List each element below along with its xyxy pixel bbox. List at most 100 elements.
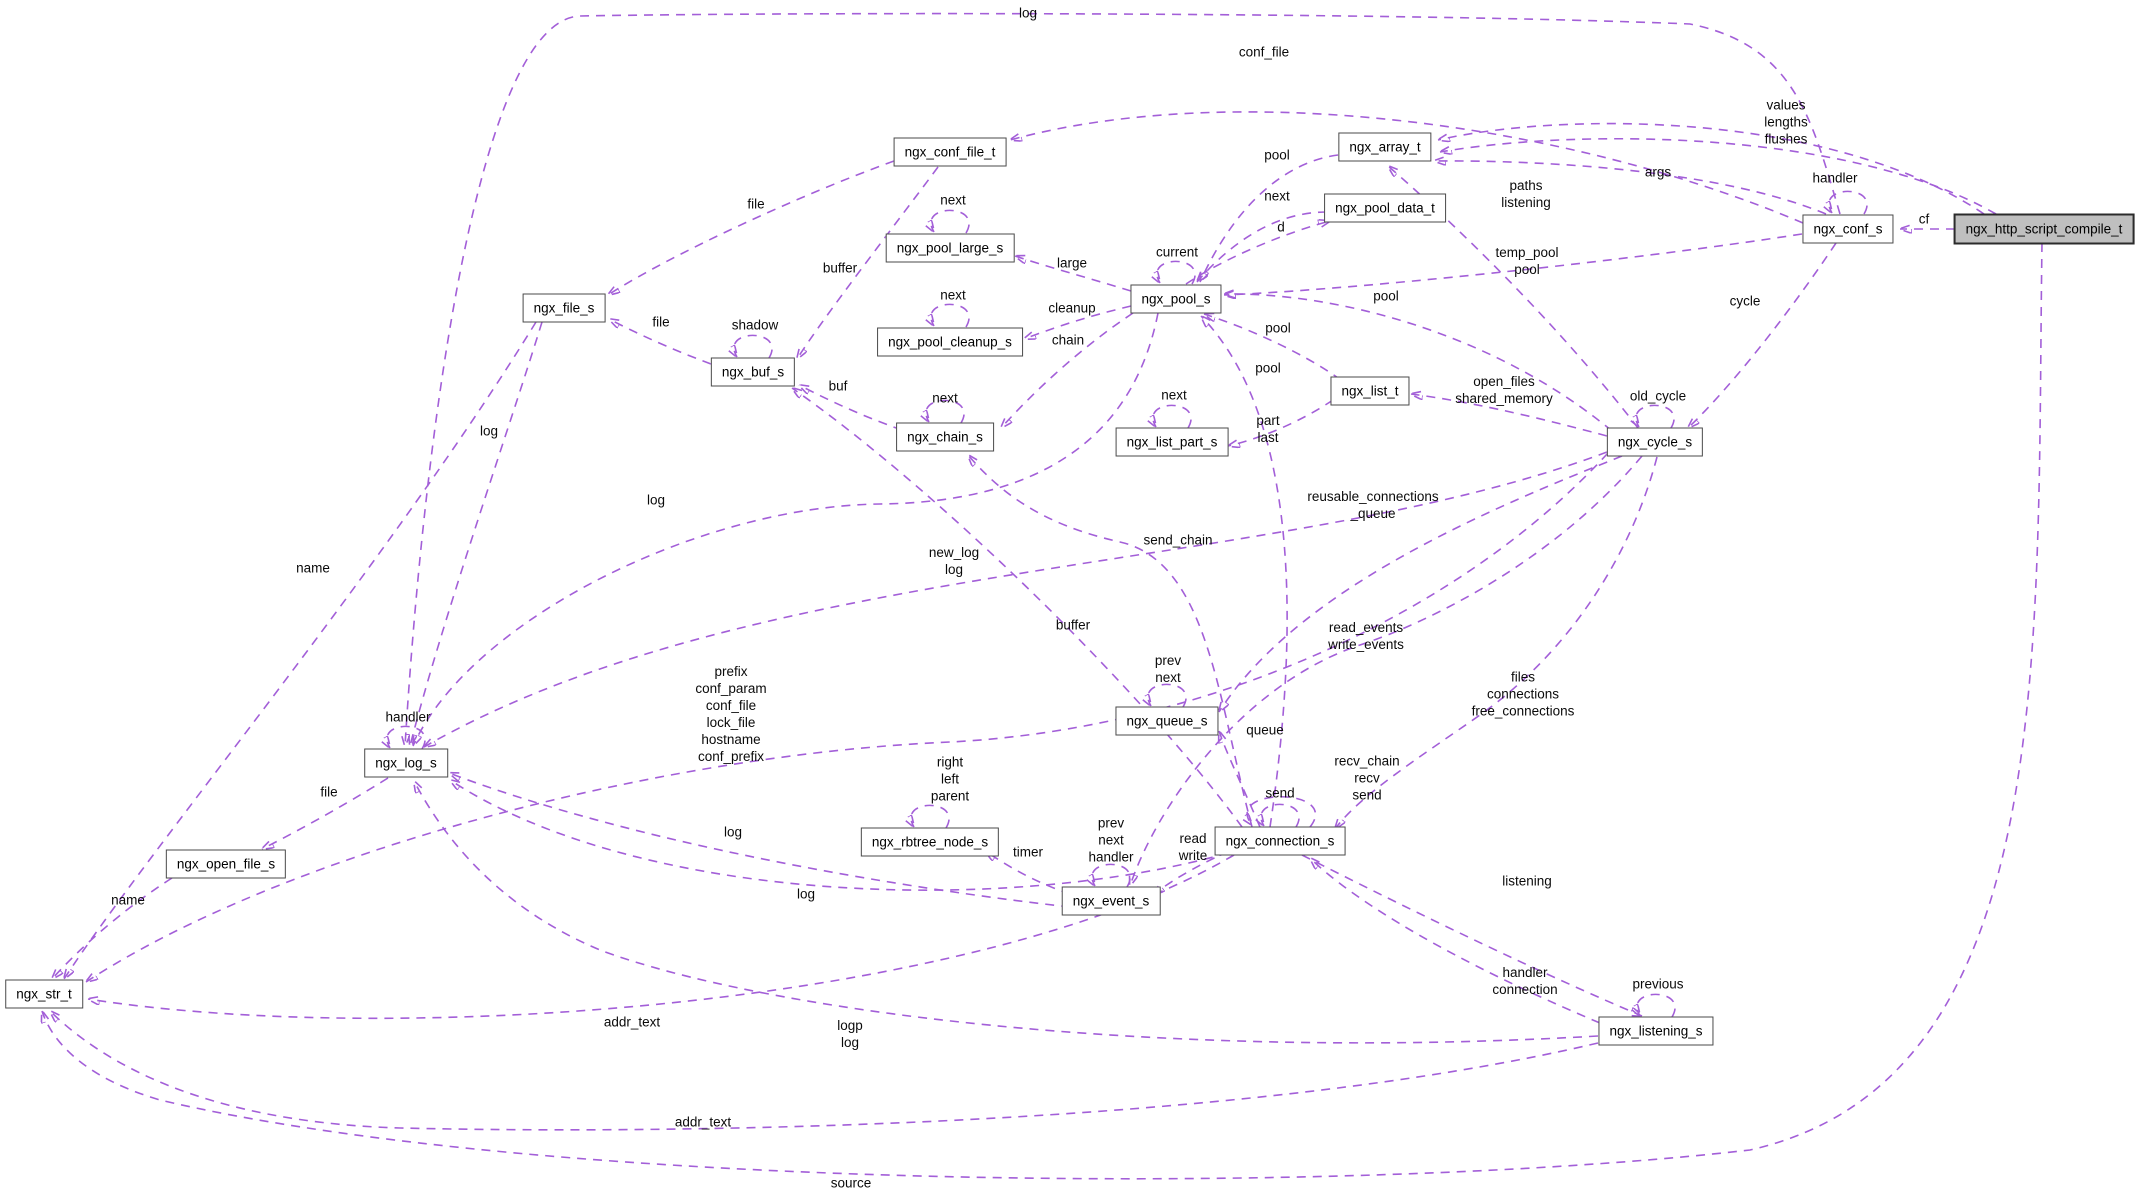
node-pool-s[interactable]: ngx_pool_s xyxy=(1130,284,1222,314)
edge-label-next-pooldata: next xyxy=(1264,188,1290,204)
edge-label-prev-next-handler: prev next handler xyxy=(1088,815,1134,865)
edge-label-logp-log: logp log xyxy=(837,1018,863,1050)
selfloop-send-conn xyxy=(1261,803,1300,827)
node-event-s[interactable]: ngx_event_s xyxy=(1061,886,1161,916)
edge-label-log-file: log xyxy=(479,423,499,439)
selfloop-recv-conn xyxy=(1247,796,1317,827)
node-http-script-compile-t[interactable]: ngx_http_script_compile_t xyxy=(1953,213,2135,245)
edge-chain xyxy=(1001,312,1134,428)
node-list-part-s[interactable]: ngx_list_part_s xyxy=(1115,427,1229,457)
edge-label-name-file: name xyxy=(296,560,330,576)
node-chain-s[interactable]: ngx_chain_s xyxy=(896,422,994,452)
edge-log-top xyxy=(405,12,1841,746)
edge-label-temp-pool-pool: temp_pool pool xyxy=(1495,245,1559,277)
edge-buffer-conn xyxy=(792,388,1243,828)
edge-label-d: d xyxy=(1277,219,1285,235)
edge-label-prev-next-queue: prev next xyxy=(1154,653,1182,685)
edge-label-paths-listening: paths listening xyxy=(1501,178,1551,210)
edge-label-values-lengths-flushes: values lengths flushes xyxy=(1764,97,1808,147)
edge-cycle xyxy=(1688,242,1837,428)
node-pool-cleanup-s[interactable]: ngx_pool_cleanup_s xyxy=(877,327,1023,357)
edge-open-files xyxy=(1411,394,1608,437)
edge-log-conn xyxy=(450,780,1229,891)
node-array-t[interactable]: ngx_array_t xyxy=(1338,132,1432,162)
edge-pool-list xyxy=(1204,314,1342,381)
edge-values-b xyxy=(1440,137,1997,215)
edge-label-log-conn: log xyxy=(796,886,816,902)
node-rbtree-node-s[interactable]: ngx_rbtree_node_s xyxy=(860,827,1000,857)
node-queue-s[interactable]: ngx_queue_s xyxy=(1115,706,1219,736)
edge-pool-cycle xyxy=(1224,294,1613,432)
edge-label-recv-chain-recv-send: recv_chain recv send xyxy=(1334,753,1400,803)
node-buf-s[interactable]: ngx_buf_s xyxy=(710,357,796,387)
edge-label-pool-conn: pool xyxy=(1255,360,1281,376)
edge-label-pool-array: pool xyxy=(1264,147,1290,163)
node-str-t[interactable]: ngx_str_t xyxy=(5,979,83,1009)
edge-label-next-poollarge: next xyxy=(940,192,966,208)
edge-logp-log xyxy=(414,781,1599,1044)
selfloop-handler-log xyxy=(387,725,426,749)
edge-label-files-connections: files connections free_connections xyxy=(1471,669,1575,719)
selfloop-next-poollarge xyxy=(931,209,970,233)
edge-buffer-conffile xyxy=(797,166,939,359)
edge-name-file xyxy=(64,321,537,979)
edge-pool-conn xyxy=(1201,316,1288,828)
edge-label-listening: listening xyxy=(1502,873,1552,889)
edge-label-addr-text-conn: addr_text xyxy=(603,1014,661,1030)
edge-handler-connection xyxy=(1310,858,1601,1024)
edge-files-connections xyxy=(1335,456,1658,829)
edge-label-new-log-log: new_log log xyxy=(928,545,980,577)
selfloop-next-cleanup xyxy=(931,303,970,327)
node-cycle-s[interactable]: ngx_cycle_s xyxy=(1606,427,1704,457)
edge-large xyxy=(1015,256,1132,292)
edge-label-part-last: part last xyxy=(1256,413,1280,445)
selfloop-next-chain xyxy=(926,399,965,423)
node-list-t[interactable]: ngx_list_t xyxy=(1330,376,1410,406)
edge-temp-pool xyxy=(1224,233,1803,295)
edge-addr-text-listening xyxy=(50,1011,1599,1131)
edge-label-old-cycle: old_cycle xyxy=(1629,388,1687,404)
edge-label-args: args xyxy=(1644,164,1672,180)
node-log-s[interactable]: ngx_log_s xyxy=(364,748,448,778)
edge-label-next-cleanup: next xyxy=(940,287,966,303)
selfloop-previous xyxy=(1637,993,1676,1017)
selfloop-right-left-parent xyxy=(911,804,950,828)
edge-new-log xyxy=(424,451,1608,747)
edge-addr-text-conn xyxy=(88,854,1235,1020)
node-listening-s[interactable]: ngx_listening_s xyxy=(1598,1016,1714,1046)
edge-read-events xyxy=(1130,455,1643,886)
selfloop-shadow xyxy=(734,334,773,358)
edge-label-handler-conf: handler xyxy=(1812,170,1858,186)
node-conf-s[interactable]: ngx_conf_s xyxy=(1802,214,1894,244)
edge-label-name-open: name xyxy=(111,892,145,908)
node-pool-large-s[interactable]: ngx_pool_large_s xyxy=(885,233,1015,263)
edge-label-prefix-block: prefix conf_param conf_file lock_file ho… xyxy=(695,664,767,764)
edge-label-right-left-parent: right left parent xyxy=(930,754,970,804)
edge-cleanup xyxy=(1024,305,1132,339)
edge-values-a xyxy=(1438,122,1985,215)
edge-log-file xyxy=(410,321,543,746)
edge-label-addr-text-listening: addr_text xyxy=(674,1114,732,1130)
edge-label-read-write-events: read_events write_events xyxy=(1328,620,1404,652)
edge-label-previous: previous xyxy=(1632,976,1684,992)
selfloop-prev-next-queue xyxy=(1148,683,1187,707)
edge-file-openfile xyxy=(262,777,389,849)
node-connection-s[interactable]: ngx_connection_s xyxy=(1214,826,1346,856)
selfloop-handler-conf xyxy=(1829,190,1868,214)
edge-label-reusable-connections: reusable_connections _queue xyxy=(1307,489,1439,521)
selfloop-prev-next-handler xyxy=(1092,863,1131,887)
edge-label-conf-file: conf_file xyxy=(1238,44,1290,60)
edge-label-current: current xyxy=(1155,244,1199,260)
selfloop-next-listpart xyxy=(1153,404,1192,428)
edge-label-send-chain: send_chain xyxy=(1143,532,1213,548)
node-open-file-s[interactable]: ngx_open_file_s xyxy=(165,849,287,879)
selfloop-old-cycle xyxy=(1636,404,1675,428)
edge-label-buffer-conn: buffer xyxy=(1055,617,1091,633)
node-conf-file-t[interactable]: ngx_conf_file_t xyxy=(893,137,1007,167)
edge-label-handler-log: handler xyxy=(385,709,431,725)
node-pool-data-t[interactable]: ngx_pool_data_t xyxy=(1324,193,1446,223)
edge-paths-listening xyxy=(1388,166,1639,429)
node-file-s[interactable]: ngx_file_s xyxy=(522,293,606,323)
edge-label-send-conn: send xyxy=(1265,785,1295,801)
